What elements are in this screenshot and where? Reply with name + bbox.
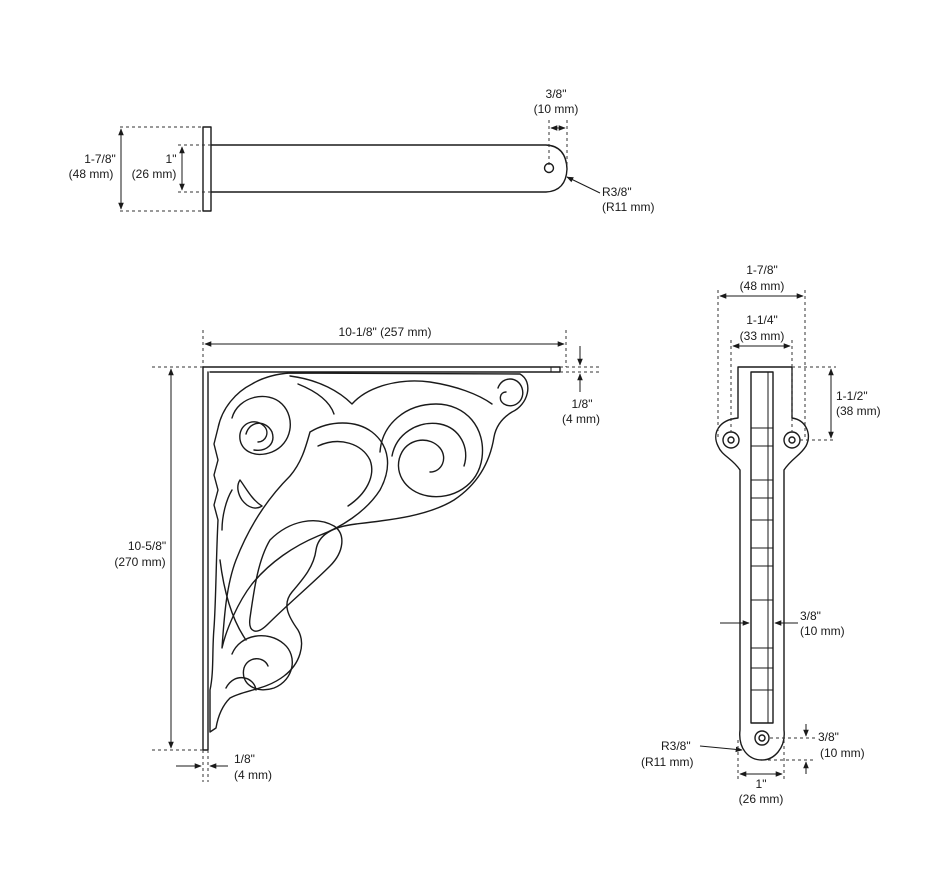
front-top-thickness-imperial: 1/8" (572, 397, 593, 411)
side-bottom-offset-metric: (10 mm) (820, 746, 865, 760)
front-wall-thickness-metric: (4 mm) (234, 768, 272, 782)
side-view-bottom-hole (754, 730, 770, 746)
front-wall-thickness-imperial: 1/8" (234, 752, 255, 766)
front-view-lower-curl (231, 635, 293, 691)
front-view-top-arch (289, 375, 493, 405)
top-bar-height-metric: (26 mm) (132, 167, 177, 181)
front-view-right-spiral (379, 403, 484, 498)
front-view-stem-leaf (237, 479, 263, 509)
front-view-inner-leaf (249, 520, 343, 632)
front-view: 10-1/8" (257 mm) 1/8" (4 mm) 10-5/8" (27… (114, 325, 600, 782)
side-hole-spacing-imperial: 1-1/4" (746, 313, 778, 327)
front-view-central-leaf (221, 422, 389, 649)
top-view: 1-7/8" (48 mm) 1" (26 mm) 3/8" (10 mm) R… (69, 87, 655, 214)
top-bar-height-imperial: 1" (166, 152, 177, 166)
top-view-wall-plate (202, 126, 212, 212)
top-hole-offset-metric: (10 mm) (534, 102, 579, 116)
side-plate-width-imperial: 1-7/8" (746, 263, 778, 277)
top-overall-height-metric: (48 mm) (69, 167, 114, 181)
front-view-upper-left-curl (231, 395, 291, 456)
front-view-wall-leg (202, 366, 209, 751)
side-view-plate (715, 366, 810, 761)
side-hole-drop-metric: (38 mm) (836, 404, 881, 418)
side-hole-spacing-metric: (33 mm) (740, 329, 785, 343)
top-view-arm (210, 144, 568, 193)
front-overall-height-metric: (270 mm) (114, 555, 165, 569)
side-bottom-offset-imperial: 3/8" (818, 730, 839, 744)
side-plate-width-metric: (48 mm) (740, 279, 785, 293)
top-tip-radius-metric: (R11 mm) (602, 200, 654, 214)
top-overall-height-imperial: 1-7/8" (84, 152, 116, 166)
front-overall-height-imperial: 10-5/8" (128, 539, 166, 553)
front-top-thickness-metric: (4 mm) (562, 412, 600, 426)
side-bottom-width-imperial: 1" (756, 777, 767, 791)
top-hole-offset-imperial: 3/8" (546, 87, 567, 101)
side-view: 1-7/8" (48 mm) 1-1/4" (33 mm) 1-1/2" (38… (641, 263, 881, 806)
side-hole-drop-imperial: 1-1/2" (836, 389, 868, 403)
side-view-ribs (751, 427, 773, 691)
side-bottom-radius-imperial: R3/8" (661, 739, 691, 753)
side-view-right-hole (783, 431, 801, 449)
front-view-tip-curl (497, 378, 524, 407)
side-view-left-hole (722, 431, 740, 449)
side-bottom-width-metric: (26 mm) (739, 792, 784, 806)
front-overall-width: 10-1/8" (257 mm) (339, 325, 432, 339)
side-web-width-metric: (10 mm) (800, 624, 845, 638)
side-web-width-imperial: 3/8" (800, 609, 821, 623)
top-tip-radius-imperial: R3/8" (602, 185, 632, 199)
front-view-top-rail (202, 366, 561, 373)
front-view-scroll-outline (209, 372, 529, 733)
side-bottom-radius-metric: (R11 mm) (641, 755, 693, 769)
